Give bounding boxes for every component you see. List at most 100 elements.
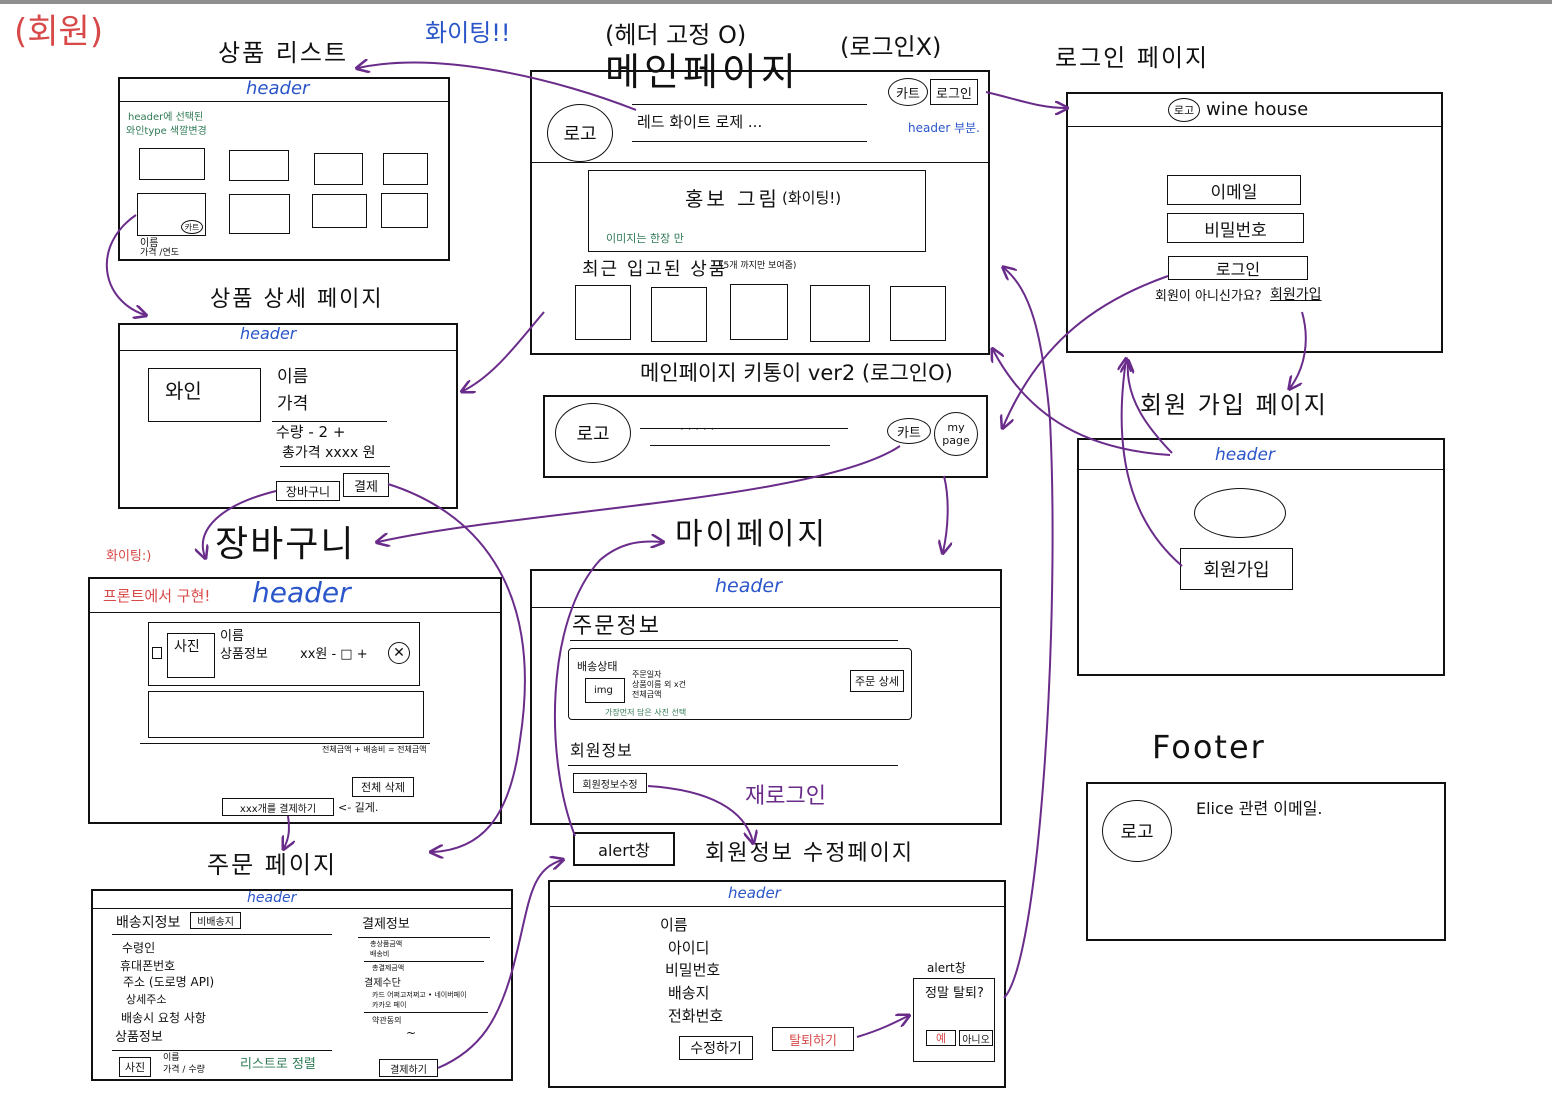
- product-card[interactable]: [229, 194, 290, 234]
- mypage-order-info: 주문정보: [572, 614, 661, 639]
- recent-product-4[interactable]: [810, 285, 870, 342]
- withdraw-alert-question: 정말 탈퇴?: [925, 986, 984, 1001]
- order-detail-button[interactable]: 주문 상세: [850, 670, 904, 692]
- withdraw-button[interactable]: 탈퇴하기: [772, 1027, 854, 1051]
- product-card[interactable]: [229, 150, 289, 181]
- product-card[interactable]: [139, 148, 205, 180]
- footer-frame: [1086, 782, 1446, 941]
- cart-pay-button[interactable]: xxx개를 결제하기: [222, 798, 334, 816]
- main-title-top: (헤더 고정 O): [605, 21, 747, 49]
- order-pay-method-1: 카드 어쩌고저쩌고 • 네이버페이: [372, 991, 467, 999]
- withdraw-no-button[interactable]: 아니오: [959, 1030, 993, 1046]
- recent-note: (5개 까지만 보여줌): [720, 261, 797, 271]
- order-item-line-1: 이름: [163, 1053, 180, 1063]
- main-nav-text[interactable]: 레드 화이트 로제 ...: [637, 113, 763, 131]
- corner-tag: (회원): [14, 12, 104, 52]
- main-page-frame: [530, 70, 990, 355]
- detail-divider-2: [280, 466, 390, 467]
- signup-header: header: [1215, 445, 1275, 465]
- product-list-frame: [118, 77, 450, 261]
- product-detail-image: [148, 368, 261, 422]
- product-card[interactable]: [314, 153, 363, 185]
- payment-divider: [358, 937, 490, 938]
- order-pay-button[interactable]: 결제하기: [379, 1059, 438, 1077]
- order-pay-method-2: 카카오 페이: [372, 1001, 407, 1009]
- cart-delete-all-button[interactable]: 전체 삭제: [352, 777, 414, 797]
- order-list-note: 리스트로 정렬: [240, 1057, 316, 1072]
- product-card[interactable]: [381, 193, 428, 228]
- order-payment: 결제정보: [362, 917, 410, 932]
- cheer-blue: 화이팅!!: [425, 19, 511, 47]
- order-info-divider: [570, 640, 898, 641]
- email-field[interactable]: 이메일: [1167, 175, 1301, 205]
- main-v2-cart-button[interactable]: 카트: [887, 418, 931, 444]
- password-field[interactable]: 비밀번호: [1167, 213, 1304, 243]
- order-pay-line-1: 총상품금액: [370, 940, 403, 948]
- member-edit-button[interactable]: 회원정보수정: [573, 773, 647, 793]
- signup-question: 회원이 아니신가요?: [1155, 289, 1262, 304]
- product-detail-header-divider: [120, 350, 456, 351]
- product-cart-badge[interactable]: 카트: [181, 220, 203, 234]
- main-cart-button[interactable]: 카트: [888, 78, 928, 106]
- product-detail-total: 총가격 xxxx 원: [282, 445, 376, 461]
- recent-product-5[interactable]: [890, 286, 946, 341]
- product-card[interactable]: [312, 194, 367, 228]
- product-item-name: 이름: [140, 238, 159, 249]
- edit-submit-button[interactable]: 수정하기: [679, 1036, 753, 1060]
- product-card-featured[interactable]: [137, 193, 206, 236]
- recent-product-1[interactable]: [575, 285, 631, 340]
- cart-item-checkbox[interactable]: [152, 647, 162, 659]
- product-list-title: 상품 리스트: [218, 39, 349, 67]
- recent-product-3[interactable]: [730, 284, 788, 340]
- promo-title: 홍보 그림: [685, 187, 780, 211]
- non-member-button[interactable]: 비배송지: [190, 912, 241, 929]
- signup-submit-button[interactable]: 회원가입: [1180, 548, 1293, 590]
- footer-logo[interactable]: 로고: [1102, 800, 1172, 862]
- arrow-login-to-main-v2: [1003, 275, 1169, 427]
- order-header-divider: [93, 908, 511, 909]
- product-list-header-divider: [120, 101, 448, 102]
- cart-item-remove-icon[interactable]: ✕: [388, 642, 410, 664]
- product-detail-qty[interactable]: 수량 - 2 +: [276, 423, 346, 441]
- main-v2-logo[interactable]: 로고: [555, 403, 631, 463]
- main-login-button[interactable]: 로그인: [930, 79, 978, 105]
- promo-banner[interactable]: [588, 170, 926, 252]
- arrow-order-pay-to-alert: [437, 860, 562, 1069]
- order-pay-method: 결제수단: [364, 978, 401, 989]
- main-v2-nav[interactable]: · · · · ·: [680, 422, 715, 436]
- signup-page-frame: [1077, 438, 1445, 676]
- withdraw-yes-button[interactable]: 예: [926, 1030, 956, 1046]
- mypage-alert: alert창: [573, 832, 675, 866]
- order-pay-line-2: 배송비: [370, 950, 390, 958]
- login-logo[interactable]: 로고: [1168, 98, 1200, 122]
- product-item-sub: 가격 /연도: [140, 248, 180, 258]
- product-list-note-2: 와인type 색깔변경: [126, 126, 207, 137]
- order-request: 배송시 요청 사항: [121, 1011, 206, 1025]
- arrow-list-to-detail: [105, 214, 145, 315]
- main-v2-frame: [543, 395, 988, 478]
- arrow-withdraw-to-alert: [856, 1016, 908, 1038]
- order-img: [585, 678, 625, 703]
- product-card[interactable]: [383, 153, 428, 185]
- cart-header: header: [252, 576, 351, 609]
- order-line-1: 주문일자: [632, 670, 662, 679]
- arrow-cart-icon-to-cart: [378, 445, 901, 542]
- order-img-note: 가장먼저 담은 사진 선택: [605, 708, 687, 717]
- mypage-title: 마이페이지: [675, 517, 828, 552]
- order-item-photo: 사진: [119, 1057, 151, 1077]
- signup-link[interactable]: 회원가입: [1270, 287, 1322, 303]
- arrow-main-to-list: [358, 63, 637, 111]
- signup-page-title: 회원 가입 페이지: [1140, 391, 1328, 419]
- relogin-label: 재로그인: [745, 784, 826, 809]
- mypage-button[interactable]: my page: [934, 412, 978, 456]
- edit-field-phone: 전화번호: [668, 1007, 724, 1025]
- add-to-cart-button[interactable]: 장바구니: [276, 481, 340, 501]
- cart-item-qty[interactable]: xx원 - □ +: [300, 647, 368, 662]
- recent-product-2[interactable]: [651, 287, 707, 342]
- mypage-frame: [530, 569, 1002, 825]
- order-header: header: [247, 890, 297, 906]
- login-page-frame: [1066, 92, 1443, 353]
- cart-summary: 전체금액 + 배송비 = 전체금액: [322, 745, 427, 754]
- main-logo[interactable]: 로고: [547, 104, 613, 162]
- login-submit-button[interactable]: 로그인: [1168, 256, 1308, 280]
